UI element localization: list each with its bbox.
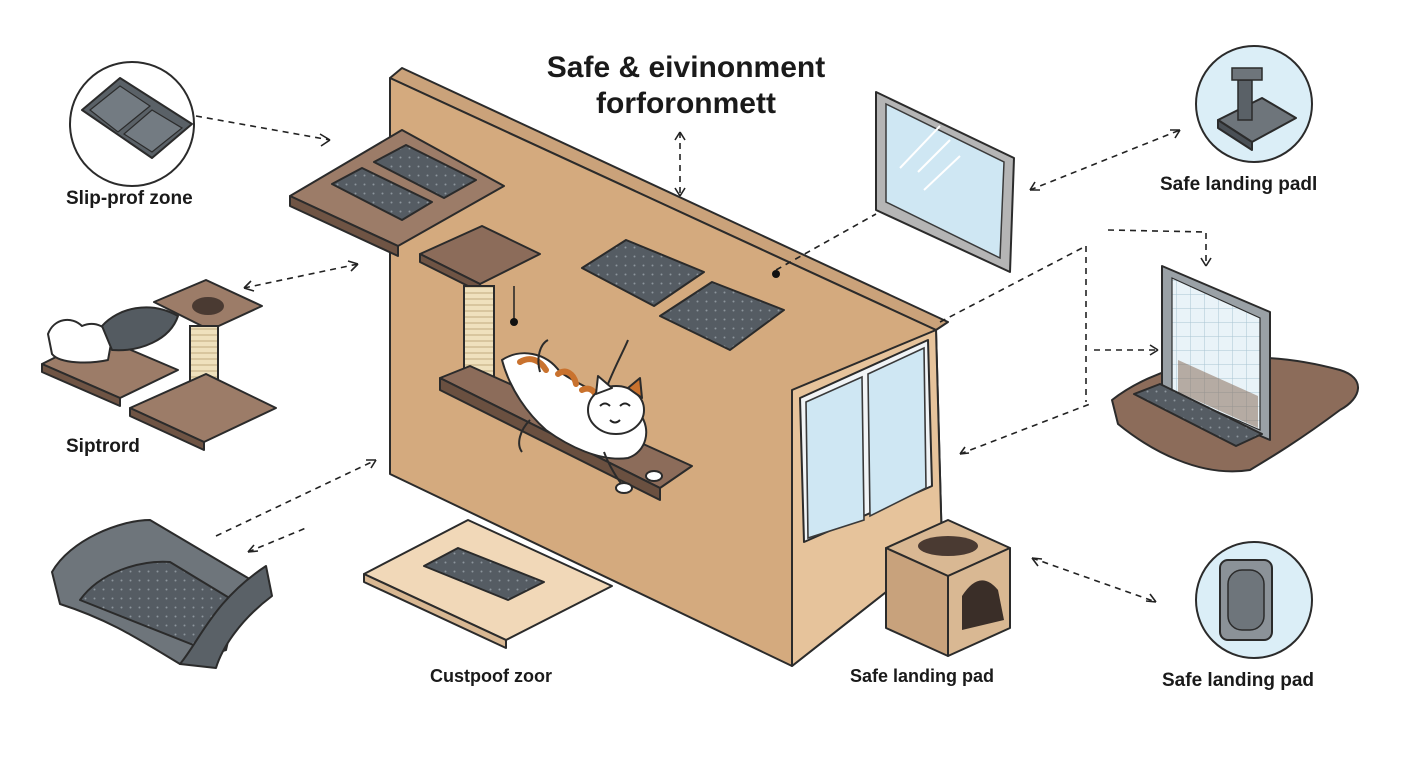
landing-pad-icon-top (1195, 45, 1313, 163)
curved-lounger (51, 519, 273, 669)
wall-mats (581, 239, 785, 351)
cat-illustration (501, 339, 663, 494)
label-landing-pad-top-right: Safe landing padl (1160, 174, 1318, 195)
label-siptrord: Siptrord (66, 436, 140, 457)
slip-zone-icon (69, 61, 195, 187)
label-landing-pad-bottom-right: Safe landing pad (1162, 670, 1315, 691)
cat-tree-stand (41, 279, 277, 451)
screened-window-stand (1111, 265, 1359, 473)
landing-pad-icon-bottom (1195, 541, 1313, 659)
scratch-post-wall (419, 225, 541, 383)
title-line-2: forforonmett (596, 87, 776, 120)
wall-window (799, 339, 933, 543)
label-landing-pad-center: Safe landing pad (850, 666, 995, 686)
diagram-title: Safe & eivinonment forforonmett (486, 50, 886, 122)
dashed-connectors (195, 115, 1212, 603)
wall-pins (510, 270, 780, 326)
floor-mat (363, 519, 613, 649)
top-window (875, 91, 1015, 273)
upper-shelf (289, 129, 505, 257)
title-line-1: Safe & eivinonment (546, 51, 826, 84)
label-slip-zone: Slip-prof zone (66, 188, 193, 209)
label-custpoof-zone: Custpoof zoor (430, 666, 552, 686)
cat-cube (885, 519, 1011, 657)
